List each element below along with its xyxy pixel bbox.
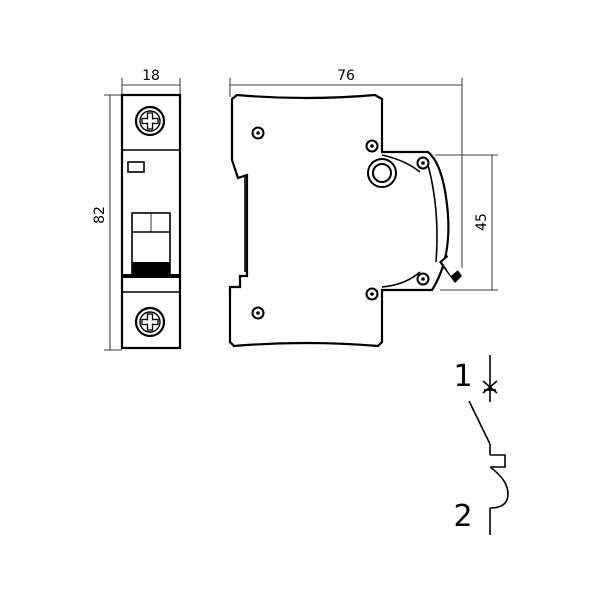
- side-height-dimension: 45: [435, 154, 498, 291]
- front-curve-line-bottom: [381, 271, 421, 288]
- front-view: 18 82: [92, 68, 182, 351]
- terminal-1-label: 1: [453, 359, 472, 394]
- side-width-dimension: 76: [229, 68, 463, 268]
- pivot-icon: [367, 158, 397, 188]
- front-width-label: 18: [142, 68, 160, 84]
- terminal-2-label: 2: [453, 499, 472, 534]
- side-lever: [439, 255, 462, 283]
- toggle-lever: [122, 212, 180, 278]
- circuit-symbol: 1 2: [453, 355, 509, 535]
- front-body: [120, 93, 182, 350]
- front-height-label: 82: [92, 206, 108, 224]
- rivet-icons: [251, 126, 430, 320]
- side-view: 76 45: [228, 68, 498, 348]
- front-face-line: [427, 164, 438, 263]
- side-height-label: 45: [474, 213, 490, 231]
- side-housing: [228, 93, 450, 348]
- front-width-dimension: 18: [121, 68, 181, 96]
- side-width-label: 76: [337, 68, 355, 84]
- bottom-screw-icon: [134, 306, 166, 338]
- top-screw-icon: [134, 105, 166, 137]
- front-curve-line: [381, 154, 421, 173]
- front-height-dimension: 82: [92, 94, 122, 351]
- status-indicator-window: [127, 161, 145, 173]
